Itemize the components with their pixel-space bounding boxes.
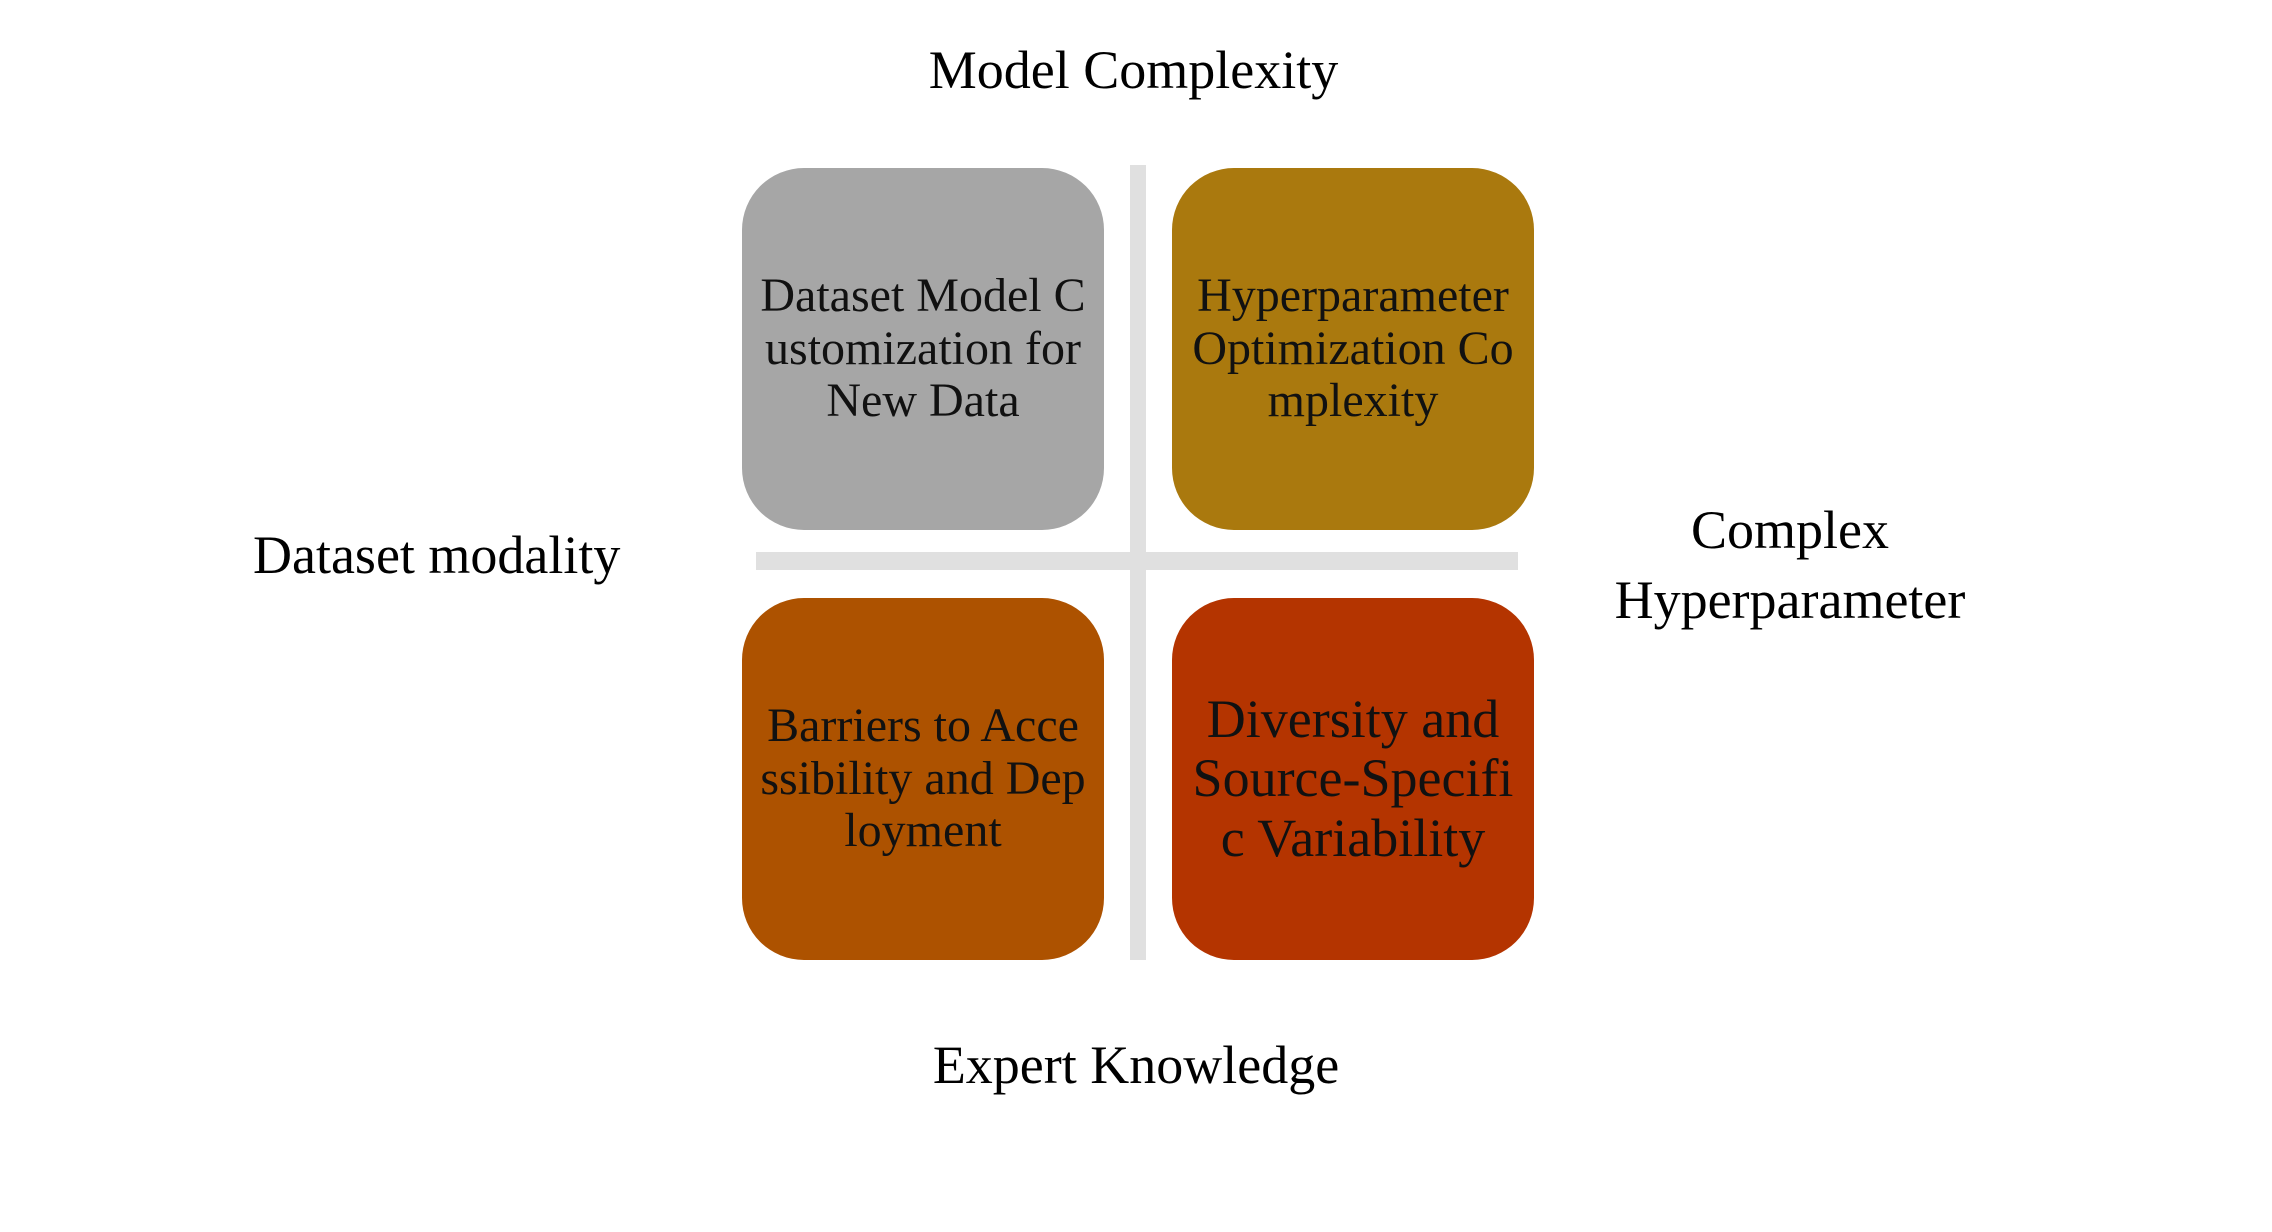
axis-label-top: Model Complexity: [0, 40, 2272, 100]
axis-label-right: Complex Hyperparameter: [1614, 500, 1966, 631]
quadrant-bottom-right-text: Diversity and Source-Specific Variabilit…: [1192, 688, 1514, 868]
axis-label-top-text: Model Complexity: [928, 40, 1339, 100]
axis-label-left: Dataset modality: [253, 525, 621, 585]
quadrant-bottom-right: Diversity and Source-Specific Variabilit…: [1172, 598, 1534, 960]
quadrant-top-right: Hyperparameter Optimization Complexity: [1172, 168, 1534, 530]
quadrant-top-left: Dataset Model Customization for New Data: [742, 168, 1104, 530]
quadrant-top-left-text: Dataset Model Customization for New Data: [760, 268, 1086, 428]
horizontal-divider: [756, 552, 1518, 570]
quadrant-bottom-left-text: Barriers to Accessibility and Deployment: [760, 698, 1086, 858]
quadrant-top-right-text: Hyperparameter Optimization Complexity: [1192, 268, 1514, 428]
axis-label-bottom: Expert Knowledge: [932, 1035, 1340, 1095]
quadrant-bottom-left: Barriers to Accessibility and Deployment: [742, 598, 1104, 960]
